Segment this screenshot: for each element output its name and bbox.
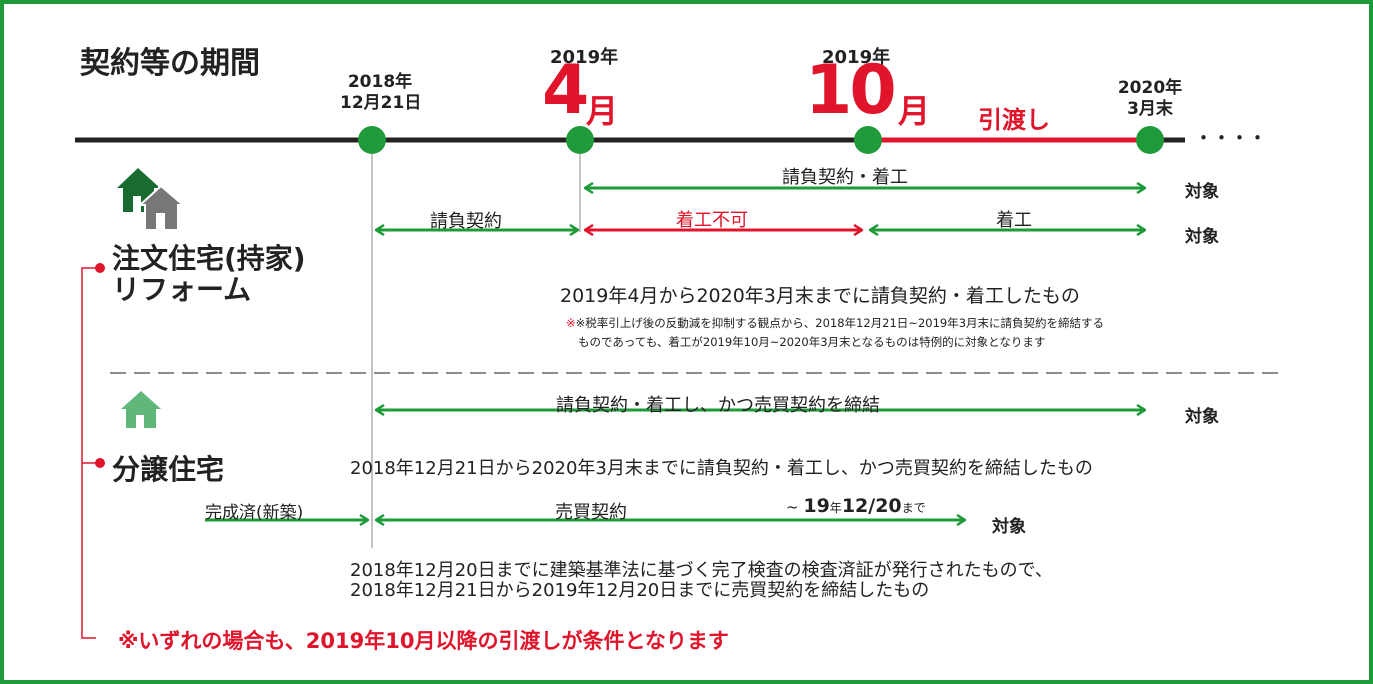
- date-2019-10-year: 2019年: [822, 47, 891, 68]
- date-label-2020: 2020年 3月末: [1112, 78, 1188, 120]
- sales-contract-label: 売買契約: [555, 502, 627, 523]
- custom-home-title: 注文住宅(持家): [112, 242, 306, 275]
- condo-description: 2018年12月21日から2020年3月末までに請負契約・着工し、かつ売買契約を…: [350, 458, 1093, 479]
- deadline-prefix: ~: [786, 498, 804, 516]
- completed-new-label: 完成済(新築): [205, 503, 304, 523]
- custom-home-description: 2019年4月から2020年3月末までに請負契約・着工したもの: [560, 285, 1080, 307]
- condo-row1-target-label: 対象: [1185, 407, 1219, 427]
- footer-condition-note: ※いずれの場合も、2019年10月以降の引渡しが条件となります: [118, 629, 729, 653]
- node-2018-12-21: [358, 126, 386, 154]
- custom-home-note-line1: ※※税率引上げ後の反動減を抑制する観点から、2018年12月21日~2019年3…: [566, 315, 1104, 331]
- handover-label: 引渡し: [978, 106, 1050, 134]
- custom-home-note-line2: ものであっても、着工が2019年10月~2020年3月末となるものは特例的に対象…: [578, 335, 1046, 349]
- condo-desc2-line1: 2018年12月20日までに建築基準法に基づく完了検査の検査済証が発行されたもの…: [350, 560, 1053, 581]
- deadline-suffix: まで: [901, 501, 926, 515]
- condo-description-2: 2018年12月20日までに建築基準法に基づく完了検査の検査済証が発行されたもの…: [350, 561, 1053, 601]
- row2-construction-label: 着工: [996, 210, 1032, 231]
- date-label-2018: 2018年 12月21日: [340, 72, 422, 114]
- date-2019-10-month: 10: [805, 51, 897, 130]
- node-2019-10: [854, 126, 882, 154]
- date-2019-04-month: 4: [542, 51, 590, 130]
- condo-title: 分譲住宅: [112, 453, 225, 486]
- row2-target-label: 対象: [1185, 227, 1219, 247]
- date-2019-10-month-unit: 月: [898, 92, 931, 130]
- date-2019-04-year: 2019年: [550, 47, 619, 68]
- note-line1-text: ※税率引上げ後の反動減を抑制する観点から、2018年12月21日~2019年3月…: [575, 316, 1105, 330]
- red-dot-custom-home: [95, 263, 105, 273]
- date-2018-day: 12月21日: [340, 93, 422, 113]
- condo-row2-target-label: 対象: [992, 517, 1026, 537]
- custom-home-subtitle: リフォーム: [112, 273, 252, 306]
- deadline-label: ~ 19年12/20まで: [786, 495, 926, 517]
- node-2020-03: [1136, 126, 1164, 154]
- date-2020-month: 3月末: [1127, 99, 1173, 119]
- page-title: 契約等の期間: [80, 46, 260, 81]
- deadline-year: 19: [803, 495, 830, 517]
- timeline-continuation: ・・・・: [1195, 129, 1267, 149]
- node-2019-04: [566, 126, 594, 154]
- red-bracket-connector: [81, 267, 97, 639]
- date-2018-year: 2018年: [347, 72, 413, 92]
- row1-contract-construction-label: 請負契約・着工: [782, 167, 908, 188]
- condo-row1-label: 請負契約・着工し、かつ売買契約を締結: [556, 395, 880, 416]
- house-icon-single: [121, 391, 161, 428]
- red-dot-condo: [95, 458, 105, 468]
- note-mark: ※: [566, 316, 576, 330]
- deadline-date: 12/20: [841, 495, 902, 517]
- date-2019-04-month-unit: 月: [586, 92, 619, 130]
- condo-desc2-line2: 2018年12月21日から2019年12月20日までに売買契約を締結したもの: [350, 580, 930, 601]
- date-2020-year: 2020年: [1117, 78, 1183, 98]
- row2-contract-label: 請負契約: [430, 211, 502, 232]
- deadline-year-unit: 年: [829, 501, 842, 515]
- house-icon-pair: [117, 168, 186, 231]
- row1-target-label: 対象: [1185, 182, 1219, 202]
- row2-no-construction-label: 着工不可: [676, 210, 748, 231]
